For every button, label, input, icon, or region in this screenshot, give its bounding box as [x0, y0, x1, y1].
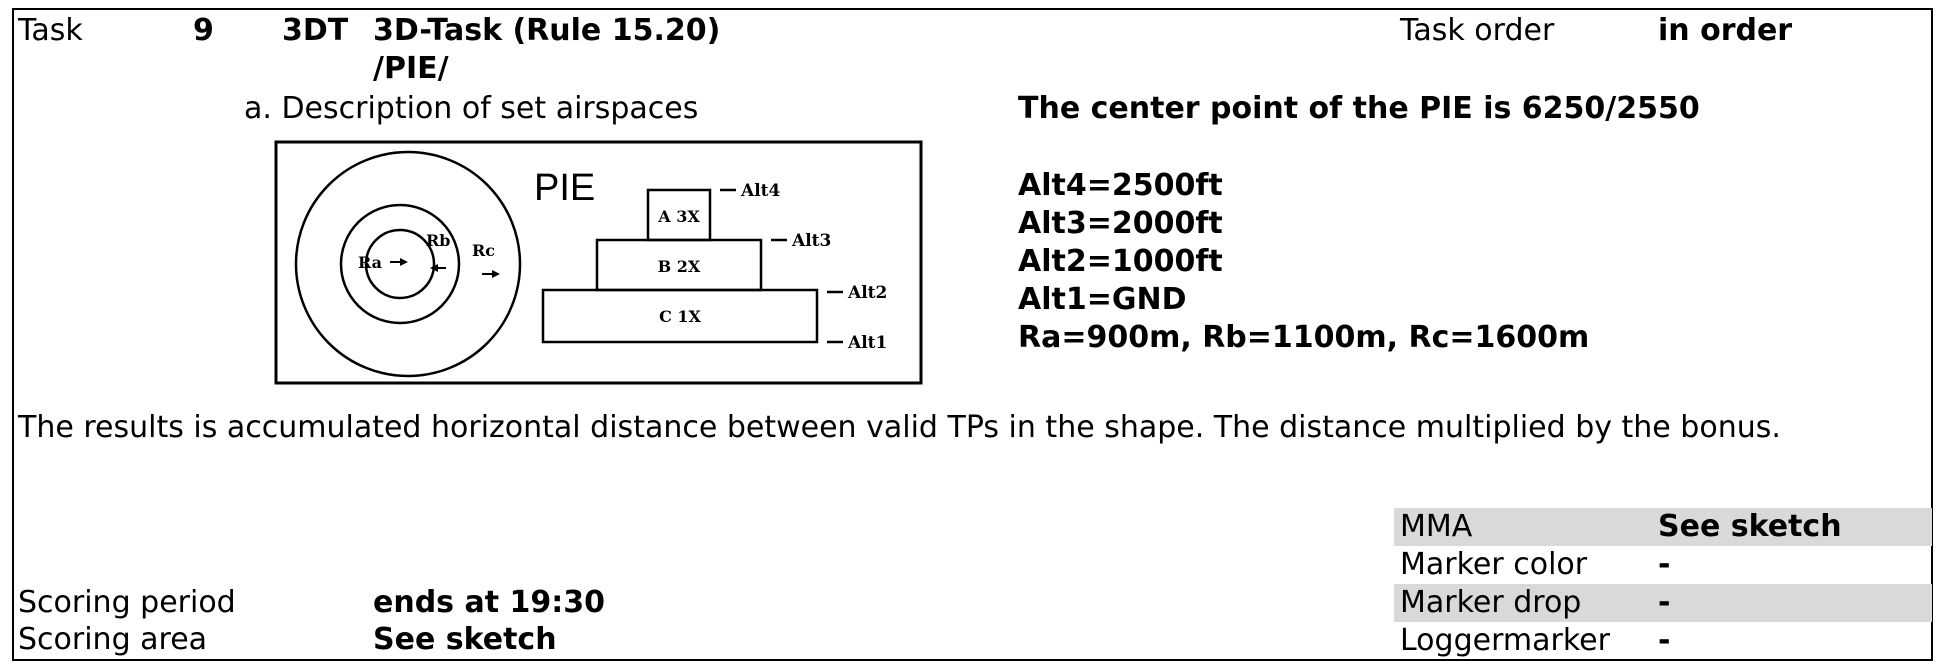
task-title: 3D-Task (Rule 15.20) [373, 13, 721, 48]
task-number: 9 [193, 13, 214, 48]
loggermarker-label: Loggermarker [1400, 623, 1610, 658]
outer-radius-circle [294, 150, 522, 378]
radius-spec: Ra=900m, Rb=1100m, Rc=1600m [1018, 320, 1590, 355]
alt1-spec: Alt1=GND [1018, 282, 1187, 317]
mma-row-shade [1394, 508, 1932, 546]
scoring-period-value: ends at 19:30 [373, 585, 606, 620]
results-description: The results is accumulated horizontal di… [18, 410, 1781, 445]
pie-airspace-sketch: Ra Rb Rc PIE A 3X B 2X C 1X Alt4 Alt3 Al… [274, 140, 923, 385]
box-b-label: B 2X [658, 257, 701, 276]
scoring-area-label: Scoring area [18, 622, 208, 657]
radius-label-rc: Rc [472, 241, 495, 260]
alt3-spec: Alt3=2000ft [1018, 206, 1223, 241]
airspace-description-label: a. Description of set airspaces [244, 91, 699, 126]
loggermarker-value: - [1658, 623, 1671, 658]
box-c [541, 288, 819, 344]
task-code: 3DT [282, 13, 349, 48]
task-title-subtitle: /PIE/ [373, 51, 449, 86]
marker-color-label: Marker color [1400, 547, 1588, 582]
box-a-label: A 3X [657, 207, 700, 226]
middle-radius-arc [339, 203, 461, 325]
alt2-spec: Alt2=1000ft [1018, 244, 1223, 279]
box-c-label: C 1X [659, 307, 701, 326]
center-point-text: The center point of the PIE is 6250/2550 [1018, 91, 1700, 126]
task-label: Task [18, 13, 83, 48]
alt4-marker: Alt4 [740, 181, 781, 201]
mma-label: MMA [1400, 509, 1473, 544]
marker-drop-label: Marker drop [1400, 585, 1582, 620]
task-order-value: in order [1658, 13, 1793, 48]
alt2-marker: Alt2 [847, 283, 887, 303]
inner-radius-arc [364, 228, 436, 300]
marker-color-value: - [1658, 547, 1671, 582]
alt1-marker: Alt1 [847, 333, 887, 353]
alt3-marker: Alt3 [791, 231, 831, 251]
alt4-spec: Alt4=2500ft [1018, 168, 1223, 203]
mma-value: See sketch [1658, 509, 1842, 544]
sketch-title: PIE [534, 167, 595, 209]
marker-drop-row-shade [1394, 584, 1932, 622]
scoring-area-value: See sketch [373, 622, 557, 657]
radius-label-rb: Rb [426, 231, 450, 250]
marker-drop-value: - [1658, 585, 1671, 620]
radius-label-ra: Ra [358, 253, 382, 272]
task-sheet-frame [12, 8, 1933, 661]
scoring-period-label: Scoring period [18, 585, 236, 620]
task-order-label: Task order [1400, 13, 1555, 48]
